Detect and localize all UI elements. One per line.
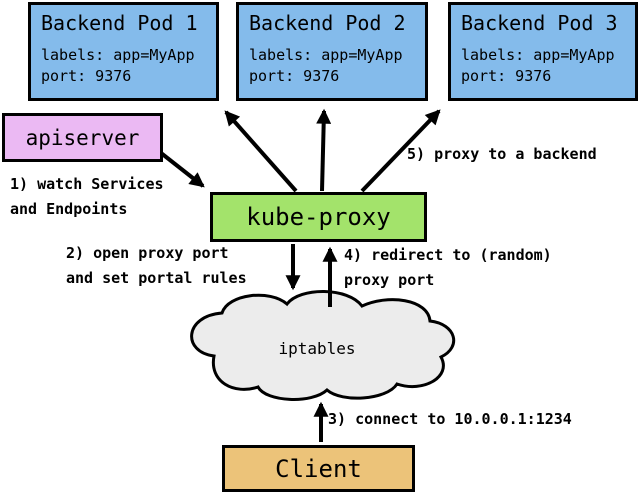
pod-port: port: 9376 <box>41 67 132 85</box>
arrow-kubeproxy-to-pod1 <box>224 110 298 193</box>
pod-title: Backend Pod 3 <box>461 11 618 35</box>
kube-proxy-box: kube-proxy <box>210 192 427 242</box>
annotation-step5-proxy-to-backend: 5) proxy to a backend <box>407 145 597 163</box>
pod-title: Backend Pod 1 <box>41 11 198 35</box>
backend-pod-1-box: Backend Pod 1 labels: app=MyApp port: 93… <box>28 2 219 101</box>
iptables-label: iptables <box>278 339 356 358</box>
annotation-step4-redirect: 4) redirect to (random) proxy port <box>344 246 552 289</box>
pod-port: port: 9376 <box>249 67 340 85</box>
backend-pod-3-box: Backend Pod 3 labels: app=MyApp port: 93… <box>448 2 638 101</box>
arrow-kubeproxy-to-pod3 <box>360 109 441 193</box>
annotation-step3-connect: 3) connect to 10.0.0.1:1234 <box>328 410 572 428</box>
pod-labels: labels: app=MyApp <box>461 46 615 64</box>
arrow-kubeproxy-to-pod2 <box>316 108 332 192</box>
iptables-cloud-shape <box>190 290 456 401</box>
pod-title: Backend Pod 2 <box>249 11 406 35</box>
pod-labels: labels: app=MyApp <box>249 46 403 64</box>
pod-port: port: 9376 <box>461 67 552 85</box>
client-box: Client <box>222 445 415 492</box>
backend-pod-2-box: Backend Pod 2 labels: app=MyApp port: 93… <box>236 2 428 101</box>
annotation-step1-watch-services: 1) watch Services and Endpoints <box>10 175 164 218</box>
annotation-step2-open-proxy-port: 2) open proxy port and set portal rules <box>66 244 247 287</box>
apiserver-box: apiserver <box>2 113 163 162</box>
arrow-apiserver-to-kubeproxy <box>159 151 205 188</box>
pod-labels: labels: app=MyApp <box>41 46 195 64</box>
